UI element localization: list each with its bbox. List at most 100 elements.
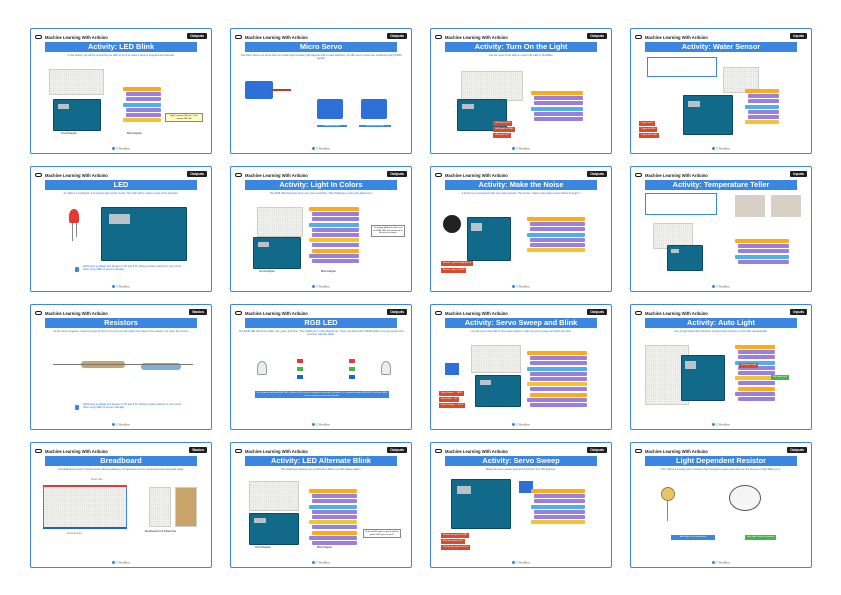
code-block	[738, 365, 775, 370]
infinity-logo-icon	[35, 449, 42, 453]
slide-description: A buzzer is a component that can make so…	[461, 192, 581, 195]
app-panel	[647, 57, 717, 77]
slide-header: Machine Learning With Arduino	[235, 309, 407, 317]
code-block	[738, 355, 775, 360]
slide-header-text: Machine Learning With Arduino	[445, 34, 508, 40]
slide-illustration: Red wire goes to 5VBlack wire goes to GN…	[631, 167, 811, 291]
slide-card-led[interactable]: Machine Learning With Arduino Outputs LE…	[30, 166, 212, 292]
category-tag: Outputs	[387, 309, 407, 315]
note-1: GND goes to GND	[493, 127, 516, 132]
breadboard	[653, 223, 693, 249]
code-block	[748, 99, 779, 104]
note-2: Orange wire goes to Pin 9	[441, 545, 471, 550]
slide-footer: © PictoBlox	[431, 285, 611, 288]
slide-header: Machine Learning With Arduino	[35, 33, 207, 41]
note-0: Positional Servo	[317, 125, 347, 127]
slide-title: LED	[45, 180, 197, 190]
breadboard	[49, 69, 104, 95]
led-leg	[72, 223, 73, 241]
code-block	[527, 217, 585, 221]
code-block	[735, 345, 775, 349]
note-1: Less light = more resistance	[745, 535, 777, 540]
slide-title: Micro Servo	[245, 42, 397, 52]
breadboard	[723, 67, 759, 93]
arduino-board	[101, 207, 187, 261]
slide-header: Machine Learning With Arduino	[635, 171, 807, 179]
slide-footer: © PictoBlox	[31, 423, 211, 426]
slide-illustration: LEDs have a voltage limit between 1.8V a…	[31, 305, 211, 429]
slide-card-servo-sweep[interactable]: Machine Learning With Arduino Outputs Ac…	[430, 442, 612, 568]
code-block	[530, 371, 587, 376]
note-2: To display different colors use an RGB L…	[371, 225, 405, 237]
slide-description: In this activity, we will be connecting …	[67, 54, 175, 57]
slide-card-make-noise[interactable]: Machine Learning With Arduino Outputs Ac…	[430, 166, 612, 292]
note-2: The red LED goes to pin 8 and the green …	[363, 529, 401, 539]
code-block	[530, 403, 587, 407]
slide-header: Machine Learning With Arduino	[635, 447, 807, 455]
slide-header-text: Machine Learning With Arduino	[445, 310, 508, 316]
code-block	[312, 530, 357, 535]
code-block	[534, 117, 583, 121]
slide-card-light-in-colors[interactable]: Machine Learning With Arduino Outputs Ac…	[230, 166, 412, 292]
slide-card-resistors[interactable]: Machine Learning With Arduino Basics Res…	[30, 304, 212, 430]
code-block	[126, 107, 161, 112]
photo	[771, 195, 801, 217]
code-block	[530, 392, 587, 397]
category-tag: Outputs	[587, 33, 607, 39]
code-block	[534, 499, 585, 504]
code-block	[312, 525, 357, 530]
code-block	[735, 239, 789, 243]
slide-card-micro-servo[interactable]: Machine Learning With Arduino Outputs Mi…	[230, 28, 412, 154]
slide-card-ldr[interactable]: Machine Learning With Arduino Outputs Li…	[630, 442, 812, 568]
slide-footer: © PictoBlox	[631, 561, 811, 564]
note-1: Servo Red → 5V	[439, 397, 460, 402]
slide-title: Activity: Light In Colors	[245, 180, 397, 190]
slide-card-auto-light[interactable]: Machine Learning With Arduino Inputs Act…	[630, 304, 812, 430]
slide-description: Make the servo sweep back and forth from…	[486, 468, 556, 471]
slide-card-temperature-teller[interactable]: Machine Learning With Arduino Inputs Act…	[630, 166, 812, 292]
code-block	[735, 254, 789, 259]
slide-header-text: Machine Learning With Arduino	[245, 448, 308, 454]
slide-header: Machine Learning With Arduino	[235, 33, 407, 41]
code-block	[312, 212, 359, 217]
category-tag: Outputs	[587, 171, 607, 177]
code-block	[309, 504, 357, 509]
slide-card-led-alternate-blink[interactable]: Machine Learning With Arduino Outputs Ac…	[230, 442, 412, 568]
slide-title: Activity: Make the Noise	[445, 180, 597, 190]
slide-header-text: Machine Learning With Arduino	[245, 310, 308, 316]
breadboard	[461, 71, 523, 101]
code-block	[738, 244, 789, 249]
slide-header-text: Machine Learning With Arduino	[245, 172, 308, 178]
code-block	[738, 371, 775, 375]
breadboard	[471, 345, 521, 373]
slide-card-led-blink[interactable]: Machine Learning With Arduino Outputs Ac…	[30, 28, 212, 154]
slide-footer: © PictoBlox	[431, 423, 611, 426]
code-block	[309, 520, 357, 525]
slide-description: Use a Light Dependent Resistor to detect…	[674, 330, 768, 333]
slide-header-text: Machine Learning With Arduino	[445, 172, 508, 178]
slide-card-servo-sweep-blink[interactable]: Machine Learning With Arduino Outputs Ac…	[430, 304, 612, 430]
slide-header: Machine Learning With Arduino	[435, 33, 607, 41]
slide-title: Activity: Water Sensor	[645, 42, 797, 52]
slide-card-water-sensor[interactable]: Machine Learning With Arduino Inputs Act…	[630, 28, 812, 154]
note-0: Circuit Diagram	[255, 547, 271, 549]
slide-description: The Micro Servo is a servo that can rota…	[240, 54, 402, 61]
slide-card-rgb-led[interactable]: Machine Learning With Arduino Outputs RG…	[230, 304, 412, 430]
slide-description: A breadboard is used to build circuits w…	[57, 468, 185, 471]
slide-card-turn-on-light[interactable]: Machine Learning With Arduino Outputs Ac…	[430, 28, 612, 154]
slide-header: Machine Learning With Arduino	[235, 447, 407, 455]
info-icon	[75, 405, 79, 410]
category-tag: Basics	[189, 447, 207, 453]
slide-footer: © PictoBlox	[631, 147, 811, 150]
note-0: Buzzer + goes to digital pin 8	[441, 261, 474, 266]
slide-description: The RGB LED has three LEDs: red, green a…	[238, 330, 404, 337]
slide-title: Light Dependent Resistor	[645, 456, 797, 466]
code-block	[530, 377, 587, 381]
slide-description: An LED is a small light. It is used to l…	[63, 192, 179, 195]
slide-card-breadboard[interactable]: Machine Learning With Arduino Basics Bre…	[30, 442, 212, 568]
code-block	[530, 222, 585, 227]
slide-footer: © PictoBlox	[431, 561, 611, 564]
code-block	[534, 101, 583, 106]
slide-header: Machine Learning With Arduino	[635, 33, 807, 41]
